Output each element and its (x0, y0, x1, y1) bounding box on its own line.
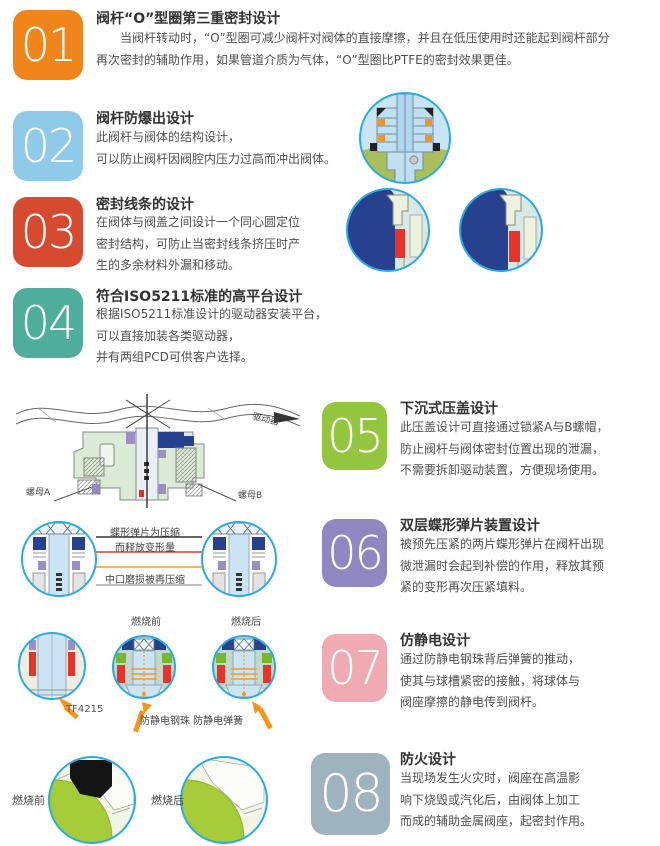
section-07-title: 仿静电设计 (400, 633, 470, 649)
nut-a-label: 螺母A (26, 487, 51, 498)
nut-b-label: 螺母B (238, 490, 262, 501)
antistatic-diagram (18, 632, 276, 733)
section-05-title: 下沉式压盖设计 (400, 401, 498, 417)
belleville-spring-diagram (21, 521, 277, 597)
section-03-line: 在阀体与阀盖之间设计一个同心圆定位 (96, 215, 301, 229)
callout-arrows (58, 697, 273, 733)
section-08-title: 防火设计 (400, 752, 456, 768)
section-05-line: 此压盖设计可直接通过锁紧A与B螺帽， (400, 420, 609, 434)
section-01-badge: 01 (13, 10, 83, 80)
section-01-title: 阀杆“O”型圈第三重密封设计 (96, 11, 281, 27)
section-05-line: 防止阀杆与阀体密封位置出现的泄漏， (400, 441, 605, 456)
section-07-line: 通过防静电钢珠背后弹簧的推动， (400, 652, 581, 666)
seal-line-diagram-1 (346, 188, 430, 272)
section-07-line: 阀座摩擦的静电传到阀杆。 (400, 695, 545, 709)
section-06-title: 双层蝶形弹片装置设计 (400, 518, 540, 534)
section-01-body: 当阀杆转动时，“O”型圈可减少阀杆对阀体的直接摩擦，并且在低压使用时还能起到阀杆… (96, 28, 610, 71)
section-08-badge: 08 (311, 753, 390, 835)
section-04-badge: 04 (13, 288, 83, 358)
section-06-line: 被预先压紧的两片蝶形弹片在阀杆出现 (400, 537, 605, 551)
tf4215-label: TF4215 (66, 704, 104, 715)
section-06-line: 微泄漏时会起到补偿的作用，释放其预 (400, 558, 605, 573)
section-05-badge: 05 (322, 402, 387, 470)
burn-before-label-top: 燃烧前 (131, 617, 161, 628)
burn-before-label-bottom: 燃烧前 (12, 794, 45, 807)
burn-after-label-bottom: 燃烧后 (151, 794, 184, 807)
section-05-body: 此压盖设计可直接通过锁紧A与B螺帽， 防止阀杆与阀体密封位置出现的泄漏， 不需要… (400, 417, 608, 482)
section-04-line: 根据ISO5211标准设计的驱动器安装平台， (96, 307, 328, 321)
antistatic-ball-spring-label: 防静电钢珠 防静电弹簧 (140, 716, 244, 727)
section-04-line: 可以直接加装各类驱动器， (96, 328, 241, 343)
section-04-line: 并有两组PCD可供客户选择。 (96, 350, 253, 364)
section-08-line: 而成的辅助金属阀座，起密封作用。 (400, 814, 593, 828)
section-02-line: 此阀杆与阀体的结构设计， (96, 130, 241, 144)
fire-seat-diagram (48, 756, 268, 844)
section-06-body: 被预先压紧的两片蝶形弹片在阀杆出现 微泄漏时会起到补偿的作用，释放其预 紧的变形… (400, 534, 604, 599)
spring-note-2: 而释放变形量 (115, 543, 175, 554)
section-08-body: 当现场发生火灾时，阀座在高温影 响下烧毁或汽化后，由阀体上加工 而成的辅助金属阀… (400, 768, 592, 833)
actuator-mount-drawing: 驱动器 螺母A 螺母B (15, 394, 301, 508)
section-05-line: 不需要拆卸驱动装置，方便现场使用。 (400, 463, 605, 477)
section-03-body: 在阀体与阀盖之间设计一个同心圆定位 密封结构，可防止当密封线条挤压时产 生的多余… (96, 212, 300, 277)
section-03-title: 密封线条的设计 (96, 197, 194, 213)
stem-blowout-diagram (359, 92, 451, 184)
section-03-badge: 03 (13, 197, 83, 267)
section-01-line: 再次密封的辅助作用，如果管道介质为气体，“O”型圈比PTFE的密封效果更佳。 (96, 52, 519, 67)
section-03-line: 生的多余材料外漏和移动。 (96, 258, 241, 272)
section-03-line: 密封结构，可防止当密封线条挤压时产 (96, 236, 301, 251)
spring-note-1: 蝶形弹片为压缩 (110, 528, 180, 539)
burn-after-label-top: 燃烧后 (231, 617, 261, 628)
section-04-title: 符合ISO5211标准的高平台设计 (96, 289, 303, 305)
section-07-body: 通过防静电钢珠背后弹簧的推动， 使其与球槽紧密的接触，将球体与 阀座摩擦的静电传… (400, 649, 580, 714)
section-07-badge: 07 (322, 634, 387, 702)
seal-line-diagram-2 (459, 188, 543, 272)
section-02-line: 可以防止阀杆因阀腔内压力过高而冲出阀体。 (96, 151, 337, 166)
section-07-line: 使其与球槽紧密的接触，将球体与 (400, 673, 581, 688)
section-06-badge: 06 (322, 519, 387, 587)
spring-note-3: 中口磨损被再压缩 (105, 575, 185, 586)
section-08-line: 当现场发生火灾时，阀座在高温影 (400, 771, 581, 785)
section-01-line: 当阀杆转动时，“O”型圈可减少阀杆对阀体的直接摩擦，并且在低压使用时还能起到阀杆… (120, 31, 610, 45)
section-04-body: 根据ISO5211标准设计的驱动器安装平台， 可以直接加装各类驱动器， 并有两组… (96, 304, 327, 369)
section-06-line: 紧的变形再次压紧填料。 (400, 580, 533, 594)
section-02-title: 阀杆防爆出设计 (96, 111, 194, 127)
section-02-body: 此阀杆与阀体的结构设计， 可以防止阀杆因阀腔内压力过高而冲出阀体。 (96, 127, 336, 170)
section-02-badge: 02 (13, 111, 83, 181)
section-08-line: 响下烧毁或汽化后，由阀体上加工 (400, 792, 581, 807)
